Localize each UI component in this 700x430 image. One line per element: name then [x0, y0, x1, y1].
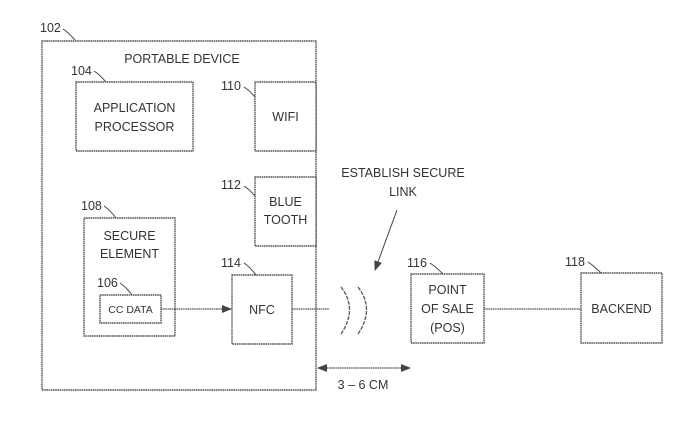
wifi-ref: 110	[221, 79, 241, 93]
bluetooth-box	[254, 176, 317, 247]
application-processor-ref: 104	[71, 64, 92, 78]
secure-link-annotation: ESTABLISH SECURE LINK	[341, 166, 465, 271]
wifi-leader	[243, 86, 256, 98]
secure-element-label-line1: SECURE	[103, 229, 155, 243]
nfc-leader	[243, 262, 257, 276]
rf-wave-outer	[357, 286, 368, 335]
distance-annotation: 3 – 6 CM	[317, 364, 411, 392]
nfc-block: NFC 114	[221, 256, 293, 345]
application-processor-block: APPLICATION PROCESSOR 104	[71, 64, 194, 152]
nfc-ref: 114	[221, 256, 241, 270]
backend-label: BACKEND	[591, 302, 651, 316]
backend-leader	[587, 261, 602, 274]
bluetooth-ref: 112	[221, 178, 241, 192]
application-processor-leader	[93, 70, 107, 83]
pos-block: POINT OF SALE (POS) 116	[407, 256, 485, 344]
backend-ref: 118	[565, 255, 585, 269]
distance-label: 3 – 6 CM	[338, 378, 389, 392]
pos-box	[410, 273, 485, 344]
portable-device-leader	[62, 28, 76, 41]
wifi-box	[254, 81, 317, 152]
application-processor-box	[75, 81, 194, 152]
application-processor-label-line2: PROCESSOR	[95, 120, 175, 134]
rf-wave-inner	[340, 286, 351, 335]
secure-element-label-line2: ELEMENT	[100, 247, 159, 261]
pos-label-line3: (POS)	[430, 321, 465, 335]
secure-link-arrow	[374, 209, 398, 271]
backend-box	[580, 272, 663, 344]
bluetooth-label-line1: BLUE	[269, 195, 302, 209]
pos-label-line2: OF SALE	[421, 302, 474, 316]
backend-block: BACKEND 118	[565, 255, 663, 344]
cc-data-block: CC DATA 106	[97, 276, 162, 324]
bluetooth-block: BLUE TOOTH 112	[221, 176, 317, 247]
pos-ref: 116	[407, 256, 427, 270]
secure-link-label-line1: ESTABLISH SECURE	[341, 166, 464, 180]
wifi-block: WIFI 110	[221, 79, 317, 152]
wifi-label: WIFI	[272, 110, 298, 124]
cc-data-box	[99, 294, 162, 324]
application-processor-label-line1: APPLICATION	[94, 101, 176, 115]
nfc-box	[231, 274, 293, 345]
bluetooth-label-line2: TOOTH	[264, 213, 308, 227]
portable-device-ref: 102	[40, 21, 61, 35]
cc-data-leader	[119, 282, 133, 296]
secure-link-label-line2: LINK	[389, 185, 417, 199]
secure-element-ref: 108	[81, 199, 102, 213]
pos-leader	[429, 262, 444, 275]
pos-label-line1: POINT	[428, 283, 467, 297]
cc-data-label: CC DATA	[108, 304, 153, 316]
secure-element-leader	[103, 205, 117, 219]
portable-device-label: PORTABLE DEVICE	[124, 52, 240, 66]
nfc-label: NFC	[249, 303, 275, 317]
cc-data-ref: 106	[97, 276, 118, 290]
bluetooth-leader	[243, 185, 256, 197]
